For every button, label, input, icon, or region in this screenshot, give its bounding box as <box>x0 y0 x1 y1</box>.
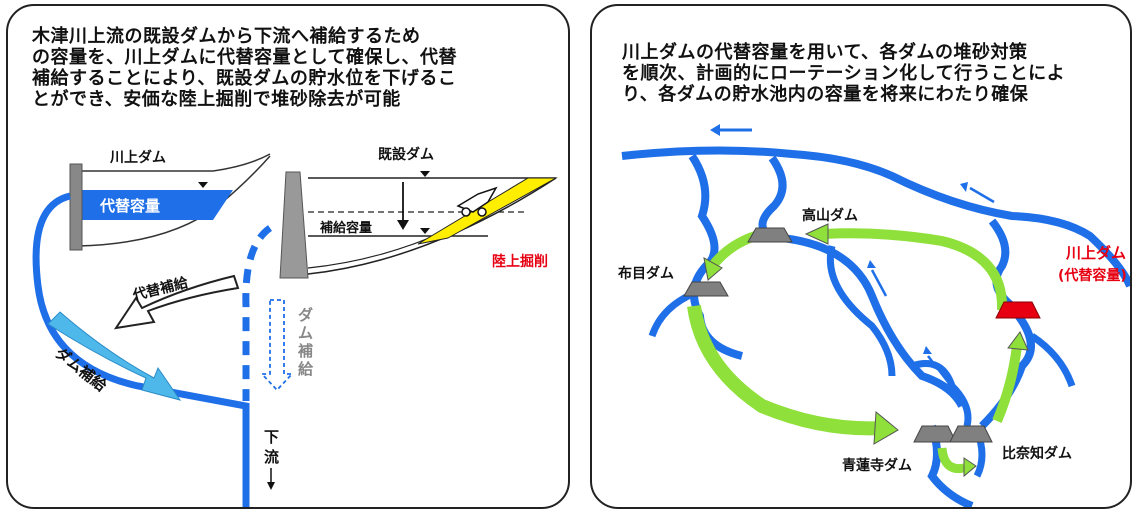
nunome-label: 布目ダム <box>618 265 674 282</box>
kawakami-dam-label: 川上ダム <box>109 149 166 166</box>
shorenji-label: 青蓮寺ダム <box>842 457 912 474</box>
alt-capacity-fill <box>80 190 233 220</box>
existing-dam-label: 既設ダム <box>378 146 434 163</box>
nabari-river <box>826 245 896 377</box>
drawdown-arrow-head <box>397 220 409 230</box>
svg-text:下: 下 <box>264 428 279 446</box>
left-caption: 木津川上流の既設ダムから下流へ補給するため の容量を、川上ダムに代替容量として確… <box>32 26 457 110</box>
rotation-arrow-kawakami-to-takayama <box>823 228 1008 311</box>
kawakami-dam-body <box>69 163 83 251</box>
nabari-lower <box>910 360 972 427</box>
flow-arrow-south <box>923 346 949 383</box>
alt-supply-arrow <box>113 274 240 330</box>
svg-text:補: 補 <box>297 342 313 360</box>
rotation-arrowhead-takayama <box>804 223 829 245</box>
west-tributary <box>688 153 719 265</box>
existing-dam-body <box>279 171 309 279</box>
takayama-label: 高山ダム <box>802 207 858 224</box>
svg-text:ダ: ダ <box>298 306 313 324</box>
dam-supply-vertical-arrow <box>259 299 295 392</box>
sediment-yellow <box>417 177 558 245</box>
takayama-dam-icon <box>747 227 793 243</box>
rotation-arrowhead-shorenji <box>873 410 899 445</box>
nunome-dam-icon <box>683 281 729 297</box>
supply-capacity-label: 補給容量 <box>319 220 372 236</box>
flow-arrow-mid <box>867 260 888 297</box>
excavator-icon <box>456 186 498 217</box>
right-caption: 川上ダムの代替容量を用いて、各ダムの堆砂対策 を順次、計画的にローテーション化し… <box>622 42 1066 105</box>
lower-water-marker <box>420 228 430 234</box>
shorenji-river <box>927 424 974 507</box>
right-panel: 川上ダムの代替容量を用いて、各ダムの堆砂対策 を順次、計画的にローテーション化し… <box>590 4 1132 509</box>
svg-text:流: 流 <box>264 448 279 466</box>
dam-supply-arrow <box>47 311 182 401</box>
kawakami-label: 川上ダム <box>1065 244 1126 262</box>
dam-supply-vertical-label: ダ ム 補 給 <box>297 306 314 378</box>
main-river <box>621 146 1130 288</box>
svg-text:ム: ム <box>298 324 313 342</box>
existing-dam-outflow-dashed <box>242 225 273 401</box>
kawakami-reservoir-outline <box>78 153 271 172</box>
kawakami-sub-label: (代替容量) <box>1058 267 1127 284</box>
left-panel: 木津川上流の既設ダムから下流へ補給するため の容量を、川上ダムに代替容量として確… <box>6 4 570 509</box>
land-excavation-label: 陸上掘削 <box>492 253 548 270</box>
rotation-arrow-nunome-to-shorenji <box>687 304 883 436</box>
svg-text:給: 給 <box>298 360 314 378</box>
left-diagram: 代替容量 川上ダム 既設ダム 補給容量 陸上掘削 代替補給 <box>32 146 558 507</box>
shorenji-dam-icon <box>913 425 957 443</box>
existing-reservoir-bottom <box>307 177 557 275</box>
rotation-arrowhead-kawakami <box>1007 331 1029 351</box>
east-branch <box>1030 333 1076 388</box>
flow-arrow-east <box>960 182 995 204</box>
kawakami-outflow-river <box>32 192 250 507</box>
rotation-arrow-hinachi-to-kawakami <box>992 345 1022 423</box>
rotation-arrowhead-hinachi <box>963 457 977 478</box>
rotation-arrowhead-nunome <box>703 257 723 281</box>
downstream-label: 下 流 <box>264 428 279 490</box>
hinachi-dam-icon <box>949 425 993 443</box>
kawakami-dam-icon <box>995 301 1041 319</box>
hinachi-label: 比奈知ダム <box>1002 445 1072 462</box>
right-diagram: 高山ダム 布目ダム 川上ダム (代替容量) 青蓮寺ダム 比奈知ダム <box>618 124 1130 507</box>
alt-capacity-label: 代替容量 <box>99 197 160 215</box>
existing-water-marker <box>420 171 430 177</box>
flow-arrow-top-left <box>710 124 752 136</box>
kawakami-water-marker <box>198 182 208 188</box>
takayama-tributary <box>758 155 787 242</box>
rotation-arrow-shorenji-to-hinachi <box>937 447 965 474</box>
